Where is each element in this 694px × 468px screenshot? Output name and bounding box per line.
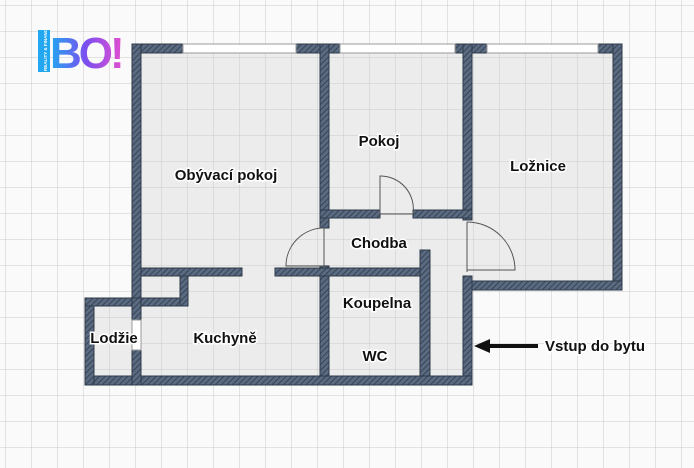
logo: REALITY & FINANCE BO! (38, 26, 125, 78)
room-label-kitchen: Kuchyně (193, 330, 256, 347)
room-label-wc: WC (363, 348, 388, 365)
logo-text: BO! (50, 29, 122, 78)
arrow-left-icon (474, 339, 538, 353)
room-label-hall: Chodba (351, 235, 407, 252)
doors (285, 175, 516, 272)
room-label-bathroom: Koupelna (343, 295, 412, 312)
room-label-loggia: Lodžie (90, 330, 138, 347)
room-label-room: Pokoj (359, 133, 400, 150)
room-label-living: Obývací pokoj (175, 167, 278, 184)
room-label-bedroom: Ložnice (510, 158, 566, 175)
entrance-label: Vstup do bytu (545, 338, 645, 355)
windows (131, 43, 599, 351)
logo-subtext: REALITY & FINANCE (43, 26, 48, 71)
